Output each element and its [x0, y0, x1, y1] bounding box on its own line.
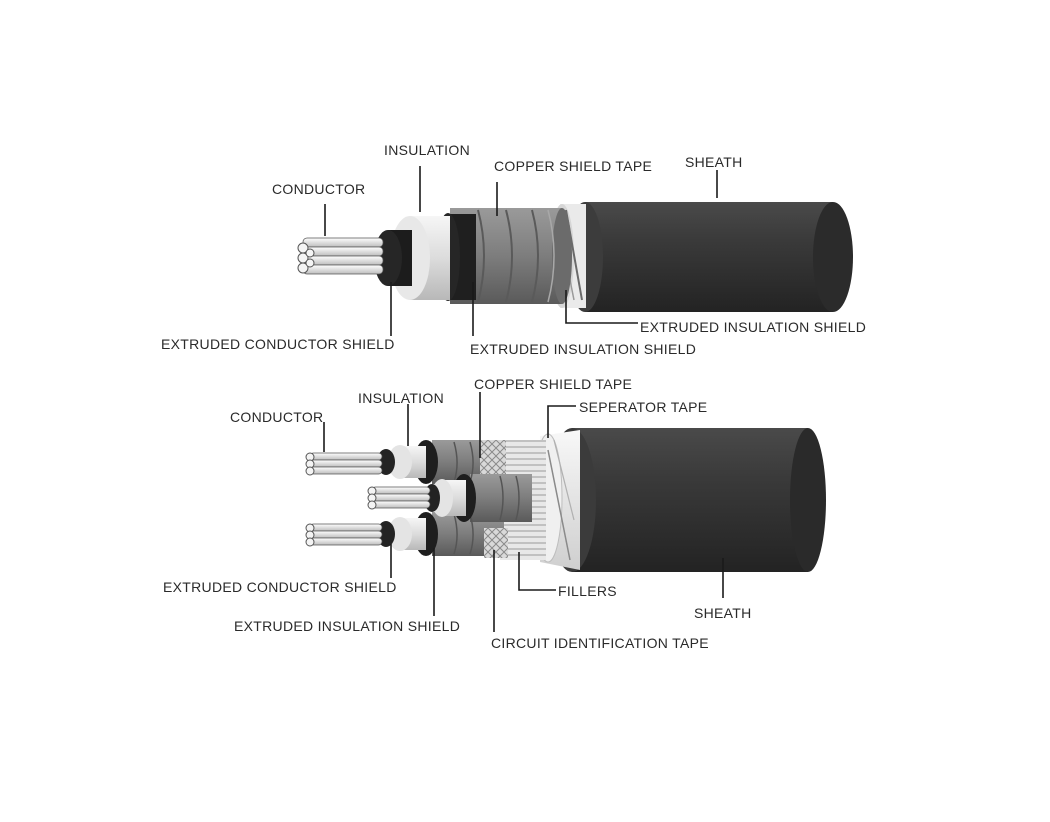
- bottom-sheath-layer: [548, 428, 826, 572]
- top-sheath-label: SHEATH: [685, 154, 743, 170]
- bottom-extruded-insulation-shield-label: EXTRUDED INSULATION SHIELD: [234, 618, 460, 634]
- bottom-conductor-label: CONDUCTOR: [230, 409, 323, 425]
- bottom-seperator-tape-label: SEPERATOR TAPE: [579, 399, 707, 415]
- top-cable: CONDUCTOR INSULATION COPPER SHIELD TAPE …: [161, 142, 866, 357]
- top-copper-shield-tape-label: COPPER SHIELD TAPE: [494, 158, 652, 174]
- bottom-copper-shield-tape-label: COPPER SHIELD TAPE: [474, 376, 632, 392]
- bottom-cable: CONDUCTOR INSULATION COPPER SHIELD TAPE …: [163, 376, 826, 651]
- top-extruded-insulation-shield-inner-label: EXTRUDED INSULATION SHIELD: [470, 341, 696, 357]
- bottom-sheath-label: SHEATH: [694, 605, 752, 621]
- top-extruded-insulation-shield-outer-label: EXTRUDED INSULATION SHIELD: [640, 319, 866, 335]
- top-insulation-label: INSULATION: [384, 142, 470, 158]
- top-conductor-strands: [298, 238, 383, 274]
- bottom-fillers-label: FILLERS: [558, 583, 617, 599]
- bottom-extruded-conductor-shield-label: EXTRUDED CONDUCTOR SHIELD: [163, 579, 397, 595]
- top-sheath-layer: [567, 202, 853, 312]
- top-conductor-label: CONDUCTOR: [272, 181, 365, 197]
- top-extruded-conductor-shield-label: EXTRUDED CONDUCTOR SHIELD: [161, 336, 395, 352]
- bottom-insulation-label: INSULATION: [358, 390, 444, 406]
- bottom-circuit-identification-tape-label: CIRCUIT IDENTIFICATION TAPE: [491, 635, 709, 651]
